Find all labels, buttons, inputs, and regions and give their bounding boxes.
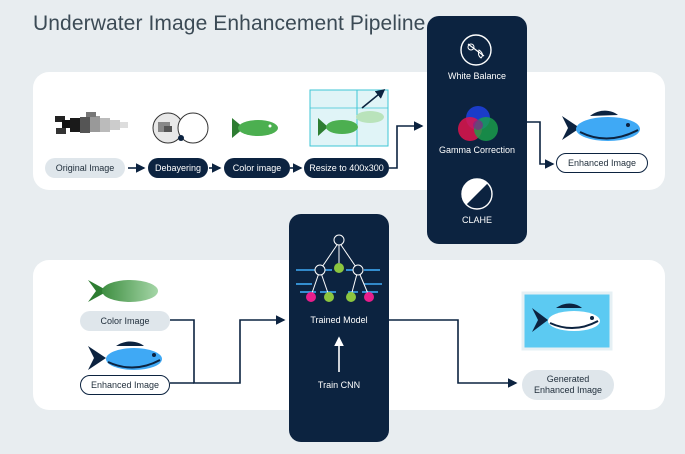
enhanced-image-pill: Enhanced Image — [556, 153, 648, 173]
generated-line-1: Generated — [546, 374, 590, 384]
debayering-pill: Debayering — [148, 158, 208, 178]
cnn-column — [289, 214, 389, 442]
white-balance-label: White Balance — [447, 71, 507, 81]
color-image-pill: Color image — [224, 158, 290, 178]
generated-enhanced-image-pill: Generated Enhanced Image — [522, 370, 614, 400]
bottom-enhanced-image-pill: Enhanced Image — [80, 375, 170, 395]
generated-line-2: Enhanced Image — [533, 385, 603, 395]
resize-pill: Resize to 400x300 — [304, 158, 389, 178]
gamma-correction-label: Gamma Correction — [438, 145, 516, 155]
train-cnn-label: Train CNN — [317, 380, 361, 390]
enhancement-column — [427, 16, 527, 244]
clahe-label: CLAHE — [461, 215, 493, 225]
trained-model-label: Trained Model — [310, 315, 368, 325]
page-title: Underwater Image Enhancement Pipeline — [33, 12, 426, 35]
original-image-pill: Original Image — [45, 158, 125, 178]
bottom-color-image-pill: Color Image — [80, 311, 170, 331]
